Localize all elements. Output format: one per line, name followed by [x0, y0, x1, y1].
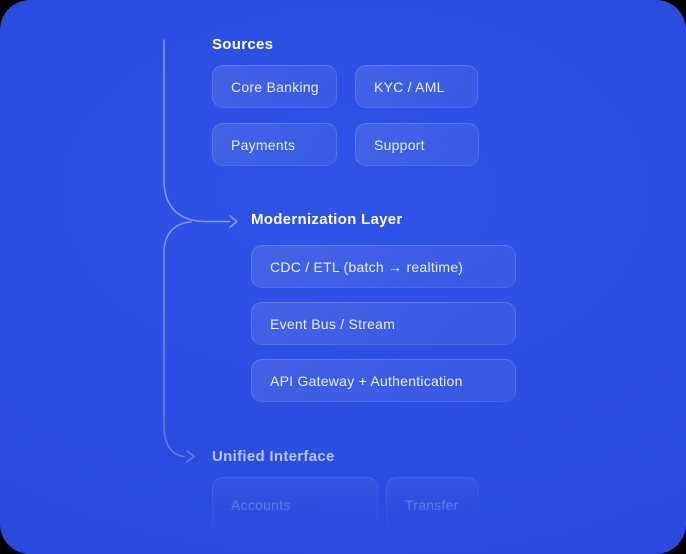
- chip-kyc-aml: KYC / AML: [355, 65, 478, 108]
- chip-api-gateway: API Gateway + Authentication: [251, 359, 516, 402]
- section-modernization-title: Modernization Layer: [251, 211, 403, 228]
- chip-event-bus-label: Event Bus / Stream: [270, 315, 396, 332]
- section-unified-title: Unified Interface: [212, 448, 335, 465]
- chip-core-banking: Core Banking: [212, 65, 337, 108]
- chip-transfer: Transfer: [386, 477, 479, 533]
- chip-transfer-label: Transfer: [405, 497, 459, 513]
- chip-event-bus: Event Bus / Stream: [251, 302, 516, 345]
- chip-payments: Payments: [212, 123, 337, 166]
- chip-cdc-etl: CDC / ETL (batch → realtime): [251, 245, 516, 288]
- chip-accounts: Accounts: [212, 477, 378, 533]
- chip-cdc-etl-label: CDC / ETL (batch → realtime): [270, 258, 464, 275]
- chip-support-label: Support: [374, 136, 425, 153]
- chip-support: Support: [355, 123, 479, 166]
- chip-payments-label: Payments: [231, 136, 296, 153]
- chip-api-gateway-label: API Gateway + Authentication: [270, 372, 463, 389]
- chip-core-banking-label: Core Banking: [231, 78, 319, 95]
- chip-accounts-label: Accounts: [231, 497, 291, 513]
- section-sources-title: Sources: [212, 36, 274, 53]
- chip-kyc-aml-label: KYC / AML: [374, 78, 445, 95]
